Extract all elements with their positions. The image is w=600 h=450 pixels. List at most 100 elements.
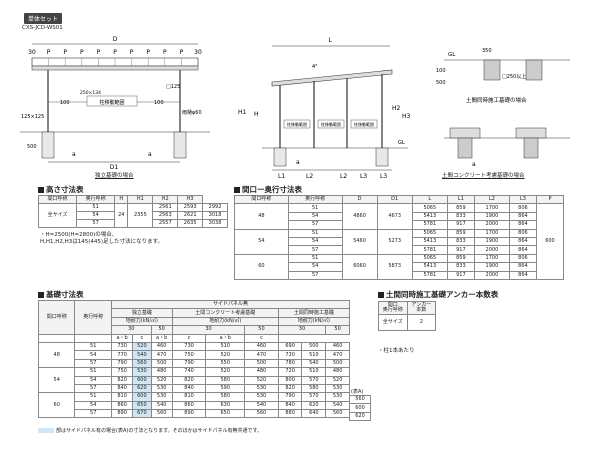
table-cell: 810 — [110, 392, 134, 402]
table-cell: 890 — [171, 409, 207, 419]
table-cell: 54 — [287, 236, 343, 247]
table-cell: 510 — [301, 350, 327, 360]
table-cell: 2561 — [152, 203, 179, 212]
table-cell: 48 — [234, 203, 289, 230]
foundation-table: 間口呼称奥行呼称サイドパネル無独立基礎土間コンクリート考慮基礎土間同時施工基礎地… — [37, 299, 351, 419]
top-label-2: P — [63, 49, 67, 56]
caption-concrete-considered: 土間コンクリート考慮基礎の場合 — [442, 173, 525, 179]
table-cell: 4673 — [376, 203, 413, 230]
table-cell: 600 — [132, 392, 152, 402]
table-cell: 5781 — [411, 270, 448, 280]
table-cell: 560 — [132, 358, 152, 369]
min-250-note: □250以上 — [502, 73, 526, 80]
table-cell: 2000 — [473, 245, 510, 255]
table-header-cell: P — [535, 194, 565, 205]
notch-label: 250×134 — [80, 90, 101, 96]
table-cell: a・b — [110, 333, 134, 343]
dim-h: H — [254, 111, 259, 118]
table-cell: 57 — [74, 383, 112, 394]
height-notes: ・H=2500(H=2800)の場合、 H,H1,H2,H3は145(445)足… — [40, 232, 164, 246]
table-cell: 580 — [301, 383, 327, 394]
table-header-cell: アンカー 本数 — [406, 301, 437, 315]
table-cell: 859 — [446, 253, 475, 264]
dim-100-right: 100 — [154, 100, 164, 106]
table-header-cell: 間口呼称 — [37, 195, 78, 204]
table-cell: 520 — [325, 375, 350, 385]
table-cell: 57 — [287, 245, 343, 255]
table-cell: 54 — [76, 211, 116, 220]
table-cell: 820 — [277, 383, 303, 394]
table-header-cell: 奥行呼称 — [74, 300, 112, 335]
table-header-cell: D — [341, 194, 378, 205]
table-cell: 2621 — [177, 211, 204, 220]
table-header-cell: L3 — [508, 194, 537, 205]
dim-h1: H1 — [238, 109, 247, 116]
table-header-cell: 間口 奥行呼称 — [378, 301, 408, 315]
table-cell: 57 — [287, 220, 343, 230]
table-cell: 470 — [244, 350, 279, 360]
table-cell: 5065 — [411, 253, 448, 264]
table-cell: 806 — [508, 203, 537, 213]
table-cell: 510 — [301, 367, 327, 377]
dim-h3: H3 — [402, 113, 411, 120]
caption-simultaneous: 土間同時施工基礎の場合 — [466, 96, 527, 104]
table-cell: 530 — [325, 383, 350, 394]
dim-l2: L2 — [306, 173, 313, 180]
table-cell: 54 — [74, 400, 112, 411]
table-cell: 24 — [114, 203, 129, 228]
table-cell: 51 — [287, 203, 343, 213]
top-label-5: P — [113, 49, 117, 56]
table-cell: 917 — [446, 270, 475, 280]
table-cell: 5781 — [411, 245, 448, 255]
table-cell: 500 — [150, 358, 173, 369]
dim-350: 350 — [482, 48, 492, 54]
foundation-detail-drawing: GL 350 100 500 □250以上 土間同時施工基礎の場合 a — [436, 48, 570, 168]
table-cell: 520 — [132, 341, 152, 352]
table-cell: 57 — [287, 270, 343, 280]
dim-l3b: L3 — [380, 173, 387, 180]
top-label-4: P — [97, 49, 101, 56]
dim-a-detail: a — [472, 161, 476, 168]
table-cell: 470 — [325, 350, 350, 360]
table-cell: 730 — [171, 341, 207, 352]
post-range-2: 柱移動範囲 — [321, 121, 341, 127]
side-view-drawing: L 4° H1 H H2 H3 GL 柱移動範囲 柱移動範囲 柱移動範囲 a L… — [238, 37, 411, 180]
dim-d1: D1 — [110, 164, 119, 171]
table-header-cell: 30 — [171, 325, 246, 335]
table-cell: 860 — [171, 400, 207, 411]
table-cell: 720 — [277, 367, 303, 377]
rain-gutter-label: 雨樋φ60 — [182, 109, 202, 116]
table-cell: 840 — [110, 383, 134, 394]
table-cell: 864 — [508, 262, 537, 272]
table-cell: 51 — [74, 341, 112, 352]
table-cell: 590 — [205, 383, 246, 394]
table-cell: 520 — [205, 350, 246, 360]
table-cell — [74, 333, 112, 343]
table-cell: 570 — [301, 375, 327, 385]
table-cell: 5460 — [341, 228, 378, 255]
table-cell: 790 — [110, 358, 134, 369]
table-cell — [37, 333, 76, 343]
dim-a-side: a — [296, 159, 300, 166]
table-cell: 60 — [234, 253, 289, 280]
table-cell: 580 — [205, 392, 246, 402]
table-cell: 917 — [446, 220, 475, 230]
table-cell: 520 — [244, 375, 279, 385]
table-cell: 3038 — [202, 219, 228, 228]
table-cell: 51 — [287, 253, 343, 264]
gutter-label: □125 — [166, 84, 180, 90]
table-cell: 1700 — [473, 253, 510, 264]
table-cell: 5413 — [411, 262, 448, 272]
top-label-1: P — [47, 49, 51, 56]
table-cell: 810 — [171, 392, 207, 402]
